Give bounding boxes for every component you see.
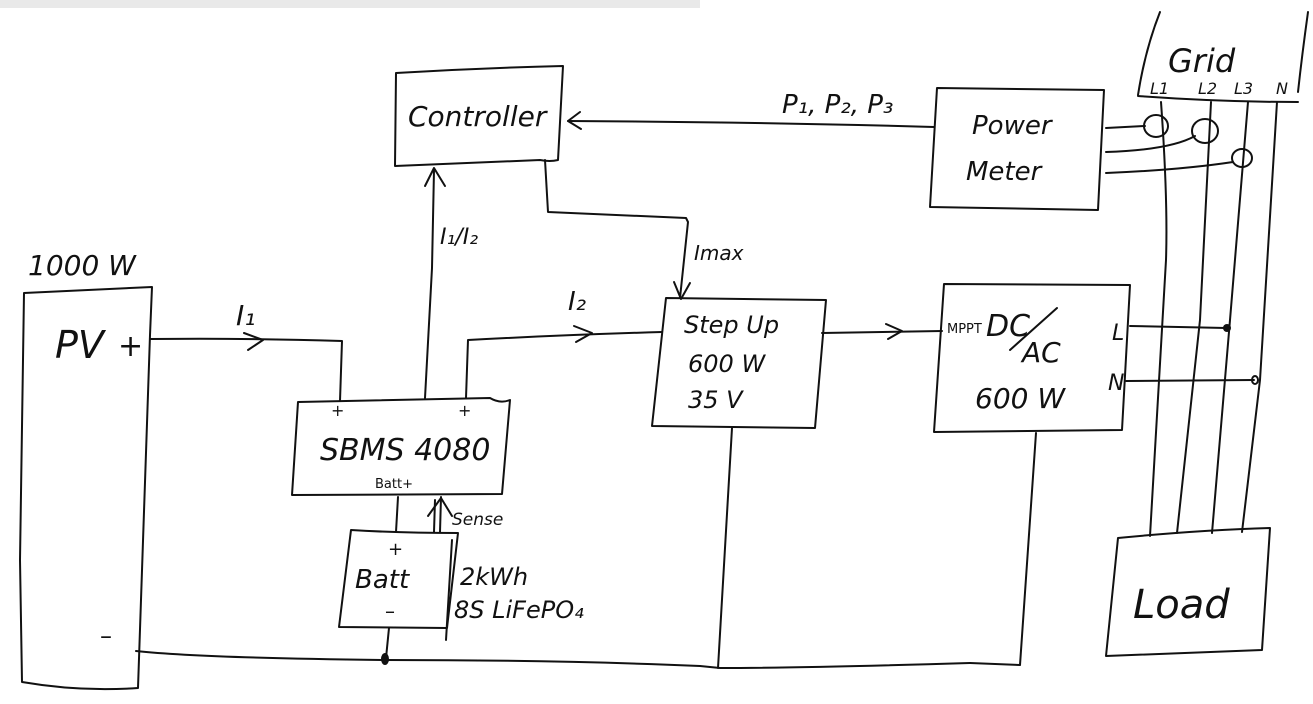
ct-lead-l3 xyxy=(1105,161,1234,174)
sbms-label: SBMS 4080 xyxy=(320,433,490,468)
wire-inverter-n-to-n xyxy=(1125,379,1255,382)
sbms-batt-port: Batt+ xyxy=(375,477,413,492)
arrow-imax xyxy=(673,281,691,300)
signal-i1-i2: I₁/I₂ xyxy=(440,225,478,250)
wire-meter-to-controller xyxy=(567,120,935,128)
ct-ring-l2 xyxy=(1191,118,1219,144)
signal-imax: Imax xyxy=(694,241,744,265)
pv-rating: 1000 W xyxy=(28,249,137,282)
sbms-box xyxy=(291,397,511,496)
grid-phase-l3: L3 xyxy=(1234,79,1253,98)
wire-sbms-to-controller xyxy=(424,169,435,399)
arrow-i1-i2 xyxy=(424,167,446,187)
inverter-rating: 600 W xyxy=(975,382,1066,415)
conductor-l3 xyxy=(1211,101,1249,534)
junction-l3 xyxy=(1223,324,1231,332)
pv-box xyxy=(19,286,153,691)
wire-controller-to-stepup xyxy=(544,159,689,299)
power-meter-line2: Meter xyxy=(966,157,1044,187)
signal-i1: I₁ xyxy=(236,299,255,332)
sbms-block: SBMS 4080 + + Batt+ xyxy=(291,397,511,496)
grid-phase-n: N xyxy=(1276,79,1288,98)
ct-ring-l1 xyxy=(1143,114,1169,138)
conductor-l2 xyxy=(1176,101,1212,534)
arrow-i1 xyxy=(243,332,264,351)
controller-block: Controller xyxy=(394,65,564,167)
inverter-box xyxy=(933,283,1131,433)
signal-sense: Sense xyxy=(452,510,503,530)
inverter-block: MPPT DC AC 600 W L N xyxy=(933,283,1131,433)
inverter-port-n: N xyxy=(1108,371,1124,396)
conductor-n xyxy=(1241,101,1278,533)
stepup-box xyxy=(651,297,827,429)
wire-batt-minus xyxy=(385,627,390,659)
load-box xyxy=(1105,527,1271,657)
grid-label: Grid xyxy=(1168,42,1236,80)
stepup-line2: 600 W xyxy=(688,350,766,378)
inverter-ac: AC xyxy=(1020,336,1061,369)
stepup-line1: Step Up xyxy=(684,311,779,339)
inverter-dc-ac-slash xyxy=(1009,307,1058,351)
junction-n xyxy=(1251,375,1259,385)
conductor-l1 xyxy=(1149,101,1168,537)
controller-label: Controller xyxy=(408,100,548,133)
wire-stepup-to-inverter xyxy=(821,330,943,334)
grid-phase-l2: L2 xyxy=(1198,79,1217,98)
wire-sense-2 xyxy=(439,496,442,533)
arrow-i2 xyxy=(573,325,593,343)
wire-negative-bus xyxy=(135,650,971,669)
battery-minus: – xyxy=(385,599,395,623)
arrow-p123 xyxy=(567,111,582,130)
sbms-plus-right: + xyxy=(458,401,471,420)
power-meter-block: Power Meter xyxy=(929,87,1105,211)
grid-block: Grid L1 L2 L3 N xyxy=(1137,11,1309,537)
wire-inverter-negative xyxy=(969,432,1037,666)
signal-i2: I₂ xyxy=(568,287,586,317)
ct-lead-l1 xyxy=(1105,125,1146,129)
stepup-block: Step Up 600 W 35 V xyxy=(651,297,827,429)
load-label: Load xyxy=(1133,582,1230,628)
grid-bracket-right xyxy=(1297,11,1309,93)
wire-batt-plus xyxy=(395,496,399,533)
wire-inverter-l-to-l3 xyxy=(1129,325,1227,329)
current-transformers xyxy=(1105,114,1253,174)
pv-minus-terminal: – xyxy=(100,622,112,650)
pv-block: 1000 W PV + – xyxy=(19,249,153,691)
battery-block: + Batt – 2kWh 8S LiFePO₄ xyxy=(338,529,584,641)
wire-sense-1 xyxy=(433,499,436,533)
battery-spec-bracket xyxy=(445,539,453,641)
battery-plus: + xyxy=(388,539,403,560)
inverter-port-l: L xyxy=(1112,321,1124,346)
wire-sbms-to-stepup xyxy=(465,331,663,399)
inverter-mppt: MPPT xyxy=(947,322,982,337)
battery-label: Batt xyxy=(355,565,410,595)
battery-chemistry: 8S LiFePO₄ xyxy=(454,596,584,624)
wire-stepup-negative xyxy=(717,427,733,669)
battery-box xyxy=(338,529,459,629)
stepup-line3: 35 V xyxy=(688,386,744,414)
grid-phase-l1: L1 xyxy=(1150,79,1169,98)
power-meter-box xyxy=(929,87,1105,211)
pv-label: PV xyxy=(55,323,107,367)
arrow-stepup-out xyxy=(885,323,903,340)
pv-plus-terminal: + xyxy=(118,329,143,364)
ct-lead-l2 xyxy=(1105,135,1196,153)
signal-p123: P₁, P₂, P₃ xyxy=(782,90,893,120)
grid-bracket-bottom xyxy=(1137,95,1299,103)
wire-pv-plus-to-sbms xyxy=(149,337,343,402)
scan-artifact-strip xyxy=(0,0,700,8)
load-block: Load xyxy=(1105,527,1271,657)
battery-capacity: 2kWh xyxy=(460,563,528,591)
grid-bracket-left xyxy=(1137,11,1161,96)
ct-ring-l3 xyxy=(1231,148,1253,168)
power-meter-line1: Power xyxy=(972,111,1054,141)
sbms-plus-left: + xyxy=(331,401,344,420)
arrow-sense xyxy=(427,497,453,517)
